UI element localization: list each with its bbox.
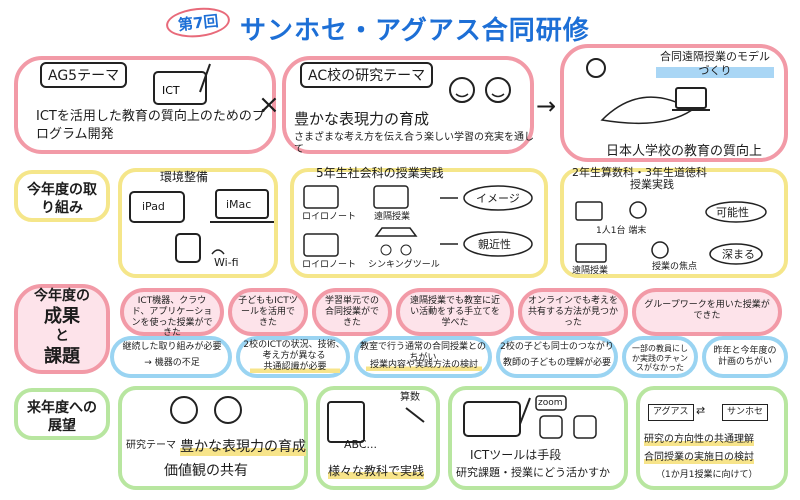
image-bubble: イメージ: [476, 192, 520, 205]
model-label: 合同遠隔授業のモデルづくり: [656, 50, 774, 78]
row3-label-frame: [14, 284, 110, 374]
issue-1: [110, 336, 232, 378]
row3-label-b: 成果: [44, 306, 80, 327]
vision-2-frame: [316, 386, 440, 490]
math-title: 2年生算数科・3年生道徳科: [572, 166, 707, 179]
vision-1-c: 価値観の共有: [164, 463, 248, 479]
lesson-focus: 授業の焦点: [652, 262, 698, 272]
vision-4-a: アグアス: [648, 404, 694, 421]
row3-label-a: 今年度の: [34, 288, 90, 304]
result-1: ICT機器、クラウド、アプリケーションを使った授業ができた: [120, 288, 224, 338]
result-2: 子どももICTツールを活用できた: [228, 288, 308, 336]
row3-label-d: 課題: [44, 346, 80, 367]
social-frame: [290, 168, 548, 278]
env-title: 環境整備: [160, 170, 209, 184]
zoom-label: zoom: [538, 398, 563, 408]
issue-1-a: 継続した取り組みが必要: [122, 342, 222, 352]
session-number: 第7回: [164, 4, 232, 41]
vision-4-c: 研究の方向性の共通理解: [644, 434, 754, 446]
math-icons: [575, 201, 767, 265]
affinity-bubble: 親近性: [478, 238, 511, 251]
vision-1-a: 研究テーマ: [126, 440, 176, 451]
ag-theme-text: ICTを活用した教育の質向上のためのプログラム開発: [36, 109, 265, 142]
vision-4-frame: [636, 386, 788, 490]
ag-theme-tag: AG5テーマ: [40, 62, 128, 88]
result-6: グループワークを用いた授業ができた: [632, 288, 782, 336]
vision-1-frame: [118, 386, 308, 490]
vision-4-e: （1か月1授業に向けて）: [656, 470, 758, 480]
math-frame: [560, 168, 788, 278]
issue-4: [496, 336, 618, 378]
roilo-note-2: ロイロノート: [302, 260, 357, 270]
result-4: 遠隔授業でも教室に近い活動をする手立てを学べた: [396, 288, 514, 336]
book-icon: [327, 401, 425, 443]
issue-4-b: 教師の子どもの理解が必要: [502, 358, 611, 368]
imac-label: iMac: [226, 198, 252, 211]
issue-3-b: 授業内容や実践方法の検討: [366, 360, 482, 371]
title-area: 第7回 サンホセ・アグアス合同研修: [160, 4, 600, 48]
issue-5: 一部の教員にしか実践のチャンスがなかった: [622, 336, 698, 378]
arrow-to-model: →: [536, 92, 557, 120]
issue-4-a: 2校の子ども同士のつながり: [500, 342, 614, 352]
wifi-label: Wi-fi: [214, 256, 239, 269]
tablet-pen-icon: ICT: [153, 63, 211, 105]
issue-2: [236, 336, 350, 378]
two-people-icon: [449, 77, 511, 103]
ict-label: ICT: [162, 84, 180, 97]
ipad-label: iPad: [142, 200, 165, 213]
social-icons: [303, 185, 533, 257]
possibility-bubble: 可能性: [716, 206, 749, 219]
issue-2-a: 2校のICTの状況、技術、考え方が異なる: [243, 340, 345, 361]
math-sub: 授業実践: [630, 178, 674, 191]
issue-3: [354, 336, 492, 378]
issue-6: 昨年と今年度の計画のちがい: [702, 336, 788, 378]
vision-4-arrow: ⇄: [696, 404, 706, 417]
model-result: 日本人学校の教育の質向上: [606, 144, 763, 159]
remote-lesson-1: 遠隔授業: [374, 212, 411, 222]
issue-2-b: 共通認識が必要: [250, 362, 340, 373]
ag-theme-frame: [14, 56, 276, 154]
row3-label-c: と: [55, 328, 69, 344]
model-frame: [560, 44, 788, 162]
vision-3-b: 研究課題・授業にどう活かすか: [456, 466, 610, 479]
result-3: 学習単元での合同授業ができた: [312, 288, 392, 336]
ac-theme-sub: さまざまな考え方を伝え合う楽しい学習の充実を通して: [294, 132, 534, 155]
one-each-device: 1人1台 端末: [596, 226, 647, 236]
ac-theme-frame: [282, 56, 534, 154]
ac-theme-main: 豊かな表現力の育成: [294, 110, 430, 128]
map-laptop-icon: [586, 58, 710, 125]
page-title: サンホセ・アグアス合同研修: [240, 16, 590, 46]
vision-4-b: サンホセ: [722, 404, 769, 421]
vision-3-frame: [448, 386, 628, 490]
result-5: オンラインでも考えを共有する方法が見つかった: [518, 288, 628, 336]
social-title: 5年生社会科の授業実践: [316, 166, 444, 180]
vision-2-a: 算数: [400, 392, 420, 403]
thinking-tool: シンキングツール: [368, 260, 440, 270]
deepen-bubble: 深まる: [722, 248, 755, 261]
vision-4-d: 合同授業の実施日の検討: [644, 452, 754, 464]
env-frame: [118, 168, 278, 278]
vision-3-a: ICTツールは手段: [470, 448, 562, 462]
thinking-people-icon: [170, 396, 242, 424]
roilo-note-1: ロイロノート: [302, 212, 357, 222]
tablet-apps-icon: [463, 395, 597, 439]
issue-3-a: 教室で行う通常の合同授業とのちがい: [360, 342, 486, 363]
remote-lesson-2: 遠隔授業: [572, 266, 609, 276]
vision-1-b: 豊かな表現力の育成: [180, 436, 306, 456]
issue-1-b: → 機器の不足: [144, 358, 200, 368]
ac-theme-tag: AC校の研究テーマ: [300, 62, 434, 88]
vision-2-c: 様々な教科で実践: [328, 462, 425, 479]
row4-label: 来年度への展望: [14, 388, 110, 440]
vision-2-b: ABC...: [344, 438, 378, 451]
times-sign: ×: [258, 90, 280, 120]
row2-label: 今年度の取り組み: [14, 170, 110, 222]
devices-icon: [129, 189, 274, 263]
